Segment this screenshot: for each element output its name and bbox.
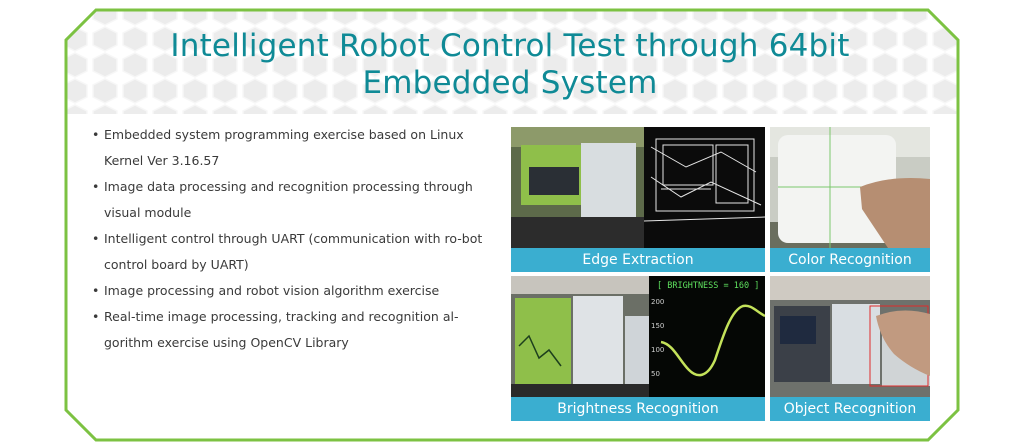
list-item: Intelligent control through UART (commun… <box>92 226 492 278</box>
brightness-curve <box>660 304 765 377</box>
list-item: Real-time image processing, tracking and… <box>92 304 492 356</box>
object-recognition-caption: Object Recognition <box>770 397 930 421</box>
tick-200: 200 <box>651 298 664 306</box>
edge-extraction-photo <box>511 127 765 248</box>
brightness-recognition-photo: [ BRIGHTNESS = 160 ] 200 150 100 50 <box>511 276 765 397</box>
color-recognition-tile: Color Recognition <box>770 127 930 272</box>
edge-extraction-caption: Edge Extraction <box>511 248 765 272</box>
edge-extraction-tile: Edge Extraction <box>511 127 765 272</box>
color-recognition-caption: Color Recognition <box>770 248 930 272</box>
page-title: Intelligent Robot Control Test through 6… <box>170 28 850 101</box>
color-recognition-photo <box>770 127 930 248</box>
tick-150: 150 <box>651 322 664 330</box>
feature-list: Embedded system programming exercise bas… <box>92 122 492 356</box>
green-border <box>64 8 960 442</box>
tick-100: 100 <box>651 346 664 354</box>
tick-50: 50 <box>651 370 660 378</box>
list-item: Image data processing and recognition pr… <box>92 174 492 226</box>
list-item: Image processing and robot vision algori… <box>92 278 492 304</box>
brightness-recognition-tile: [ BRIGHTNESS = 160 ] 200 150 100 50 Brig… <box>511 276 765 421</box>
brightness-recognition-caption: Brightness Recognition <box>511 397 765 421</box>
brightness-readout: [ BRIGHTNESS = 160 ] <box>657 281 759 291</box>
object-recognition-photo <box>770 276 930 397</box>
object-recognition-tile: Object Recognition <box>770 276 930 421</box>
list-item: Embedded system programming exercise bas… <box>92 122 492 174</box>
